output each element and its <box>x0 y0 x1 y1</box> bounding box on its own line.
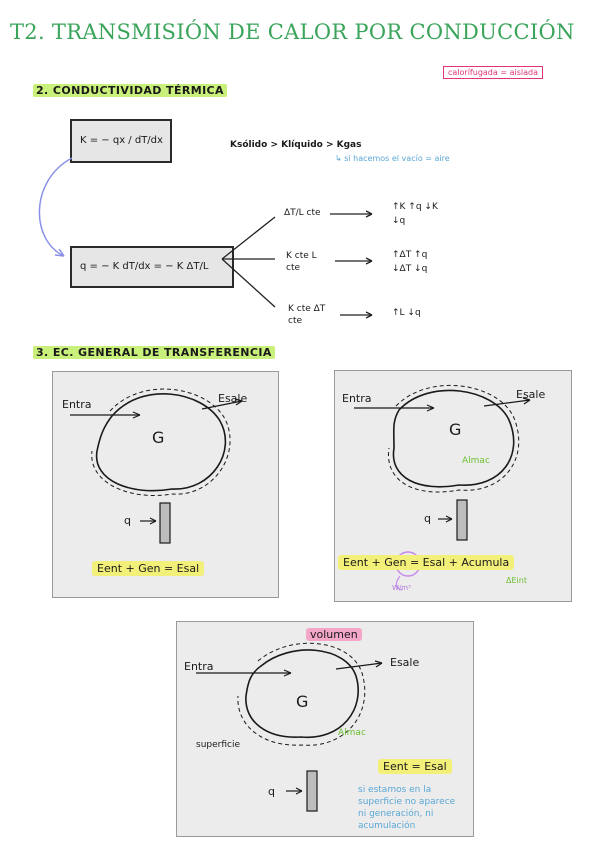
diagram-generation <box>52 371 279 598</box>
case1-condition: ΔT/L cte <box>284 208 321 218</box>
case3-result: ↑L ↓q <box>392 308 421 318</box>
page-title: T2. TRANSMISIÓN DE CALOR POR CONDUCCIÓN <box>10 20 575 44</box>
case1-result: ↑K ↑q ↓K ↓q <box>392 202 438 226</box>
label-in-2: Entra <box>342 392 372 405</box>
diagram-surface <box>176 621 474 837</box>
note-box: calorífugada = aislada <box>443 66 543 79</box>
label-gen: G <box>152 428 165 447</box>
conductivity-ordering: Ksólido > Klíquido > Kgas <box>230 140 362 150</box>
label-out-2: Esale <box>516 388 546 401</box>
case2-condition: K cte L cte <box>286 251 317 273</box>
ordering-note: ↳ si hacemos el vacío = aire <box>335 154 450 163</box>
gen-units: W/m³ <box>392 584 411 592</box>
equation-generation: Eent + Gen = Esal <box>92 561 205 576</box>
volume-label: volumen <box>306 628 362 641</box>
label-in-3: Entra <box>184 660 214 673</box>
section3-heading: 3. EC. GENERAL DE TRANSFERENCIA <box>33 346 275 359</box>
conductivity-formula: K = − qx / dT/dx <box>70 119 172 163</box>
fourier-law-formula: q = − K dT/dx = − K ΔT/L <box>70 246 234 288</box>
diagram-accumulation-drawing <box>354 385 531 591</box>
equation-accumulation: Eent + Gen = Esal + Acumula <box>338 555 515 570</box>
diagram-generation-drawing <box>70 388 243 544</box>
diagram-surface-drawing <box>196 642 383 812</box>
section2-heading: 2. CONDUCTIVIDAD TÉRMICA <box>33 84 227 97</box>
label-out: Esale <box>218 392 248 405</box>
surface-note: si estamos en la superficie no aparece n… <box>358 785 456 831</box>
label-store: Almac <box>462 456 490 466</box>
label-q-2: q <box>424 512 431 525</box>
case3-condition: K cte ΔT cte <box>288 304 326 326</box>
equation-surface: Eent = Esal <box>378 759 452 774</box>
label-in: Entra <box>62 398 92 411</box>
label-gen-2: G <box>449 420 462 439</box>
label-q-3: q <box>268 785 275 798</box>
label-gen-3: G <box>296 692 309 711</box>
label-q: q <box>124 514 131 527</box>
case2-result: ↑ΔT ↑q ↓ΔT ↓q <box>392 250 428 274</box>
label-surface: superficie <box>196 740 240 750</box>
label-out-3: Esale <box>390 656 420 669</box>
accumulation-note: ΔEint <box>506 576 527 585</box>
label-store-3: Almac <box>338 728 366 738</box>
